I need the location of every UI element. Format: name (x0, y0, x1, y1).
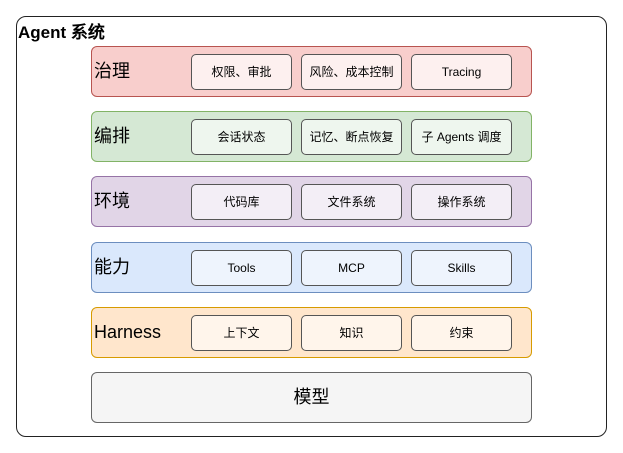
chip-file-system: 文件系统 (301, 184, 402, 220)
layer-governance-label: 治理 (94, 61, 130, 81)
chip-context: 上下文 (191, 315, 292, 351)
layer-governance: 治理 权限、审批 风险、成本控制 Tracing (91, 46, 532, 97)
layer-environment-label: 环境 (94, 191, 130, 211)
chip-knowledge: 知识 (301, 315, 402, 351)
chip-memory-checkpoint: 记忆、断点恢复 (301, 119, 402, 155)
layer-capability-label: 能力 (94, 257, 130, 277)
chip-tools: Tools (191, 250, 292, 286)
chip-subagent-scheduling: 子 Agents 调度 (411, 119, 512, 155)
chip-session-state: 会话状态 (191, 119, 292, 155)
layer-environment: 环境 代码库 文件系统 操作系统 (91, 176, 532, 227)
chip-codebase: 代码库 (191, 184, 292, 220)
diagram-title: Agent 系统 (18, 23, 105, 42)
layer-orchestration: 编排 会话状态 记忆、断点恢复 子 Agents 调度 (91, 111, 532, 162)
layer-capability: 能力 Tools MCP Skills (91, 242, 532, 293)
chip-skills: Skills (411, 250, 512, 286)
model-layer: 模型 (91, 372, 532, 423)
chip-constraints: 约束 (411, 315, 512, 351)
layer-harness: Harness 上下文 知识 约束 (91, 307, 532, 358)
chip-tracing: Tracing (411, 54, 512, 90)
layer-orchestration-label: 编排 (94, 126, 130, 146)
layer-harness-label: Harness (94, 322, 162, 342)
chip-risk-cost-control: 风险、成本控制 (301, 54, 402, 90)
chip-mcp: MCP (301, 250, 402, 286)
chip-operating-system: 操作系统 (411, 184, 512, 220)
chip-permissions-approval: 权限、审批 (191, 54, 292, 90)
